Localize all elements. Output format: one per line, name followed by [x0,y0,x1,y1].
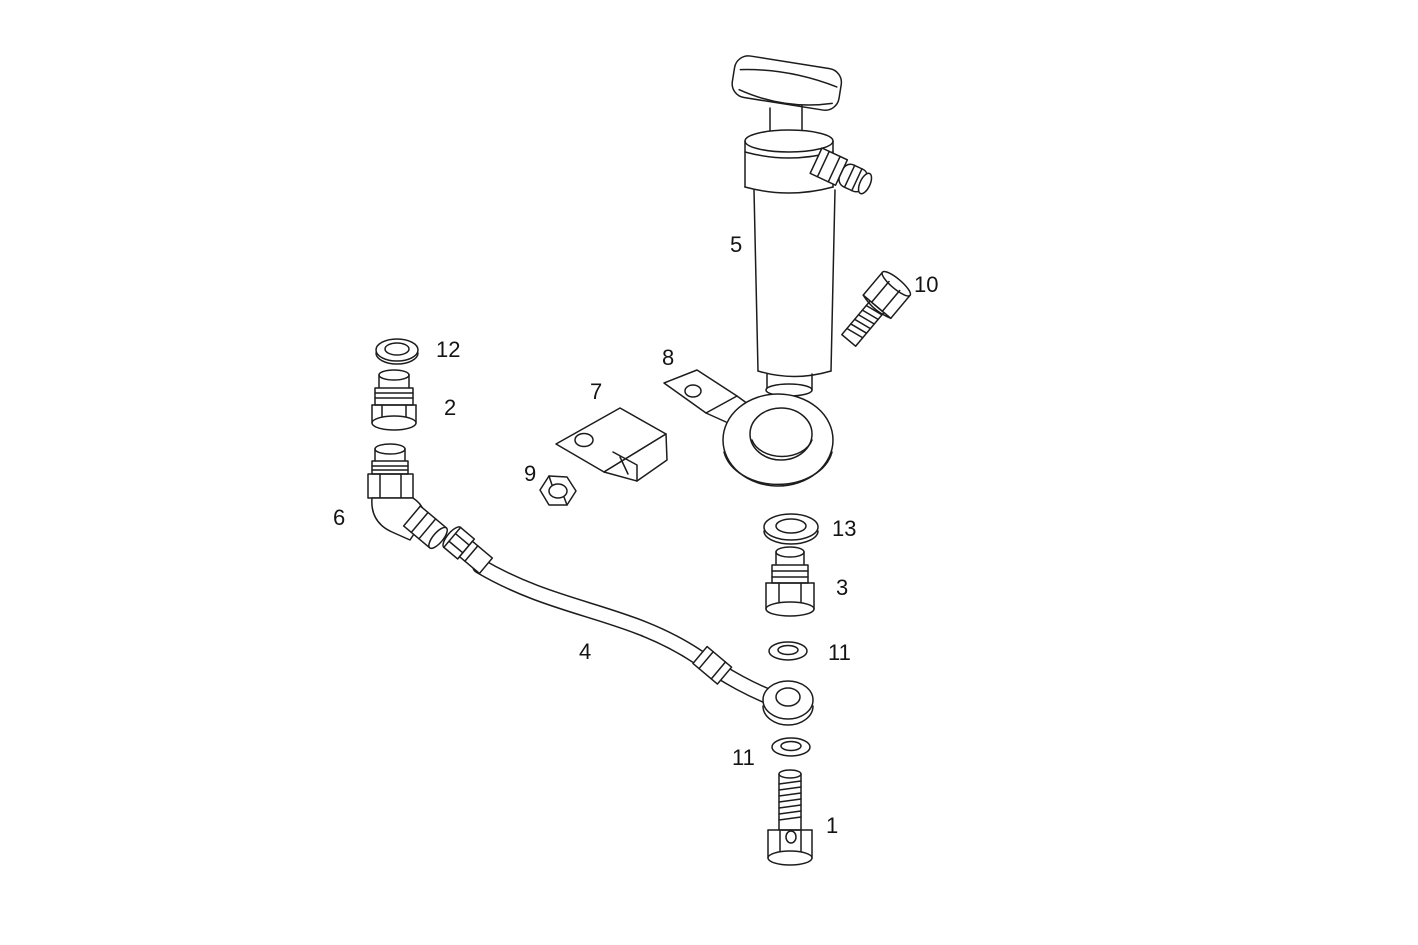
part-10-bolt-drawing [841,270,912,347]
callout-label-8: 8 [662,345,675,370]
part-1-banjo-bolt-drawing [767,769,813,866]
callout-label-10: 10 [914,272,939,297]
part-11-washer-upper-drawing [768,641,808,661]
callout-label-11-lower: 11 [732,745,755,770]
part-11-washer-lower-drawing [771,737,811,757]
callout-label-7: 7 [590,379,603,404]
part-8-clamp-drawing [663,369,834,487]
part-9-nut-drawing [539,475,577,506]
callout-label-13: 13 [832,516,857,541]
part-4-flexible-hose-drawing [442,526,814,726]
callout-label-5: 5 [730,232,743,257]
part-13-seal-washer-drawing [763,513,819,545]
callout-label-11-upper: 11 [828,640,851,665]
part-3-union-fitting-drawing [765,546,815,617]
callout-label-4: 4 [579,639,592,664]
part-6-elbow-fitting-drawing [367,443,448,550]
part-12-seal-ring-drawing [375,338,419,365]
callout-label-6: 6 [333,505,346,530]
callout-label-3: 3 [836,575,849,600]
callout-label-2: 2 [444,395,457,420]
callout-label-12: 12 [436,337,461,362]
part-2-union-fitting-drawing [371,369,417,431]
callout-label-1: 1 [826,813,839,838]
part-5-hand-pump-drawing [731,55,873,397]
part-7-bracket-drawing [555,407,668,482]
callout-label-9: 9 [524,461,537,486]
